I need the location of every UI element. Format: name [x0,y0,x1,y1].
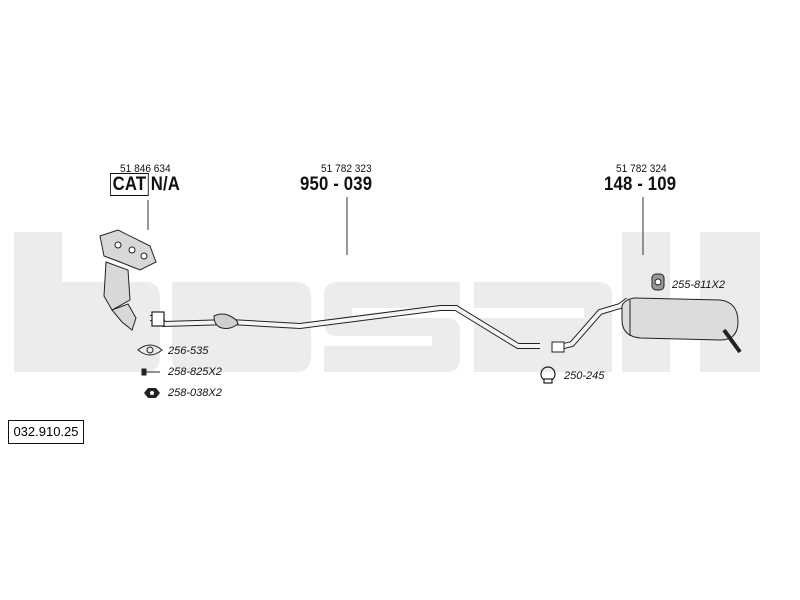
middle-pipe-oem-number: 51 782 323 [321,163,372,175]
gasket-icon [137,344,163,356]
accessory-gasket-code: 256-535 [168,345,209,357]
clamp-icon [540,366,556,384]
catalyst-na: N/A [150,174,181,195]
bolt-icon [141,368,160,376]
catalyst-manifold [99,229,157,331]
leader-lines [147,197,644,255]
rear-silencer [551,297,742,354]
accessory-mount-code: 255-811X2 [672,279,726,291]
reference-number-box: 032.910.25 [8,420,84,444]
accessory-bolt-code: 258-825X2 [168,366,222,378]
cat-box: CAT [110,173,149,196]
rubber-mount-icon [651,273,665,291]
accessory-clamp-code: 250-245 [564,370,605,382]
nut-icon [144,388,160,398]
rear-silencer-oem-number: 51 782 324 [616,163,667,175]
middle-pipe [150,305,540,349]
catalyst-oem-number: 51 846 634 [120,163,171,175]
middle-pipe-part-number: 950 - 039 [300,174,373,195]
rear-silencer-part-number: 148 - 109 [604,174,677,195]
accessory-nut-code: 258-038X2 [168,387,222,399]
